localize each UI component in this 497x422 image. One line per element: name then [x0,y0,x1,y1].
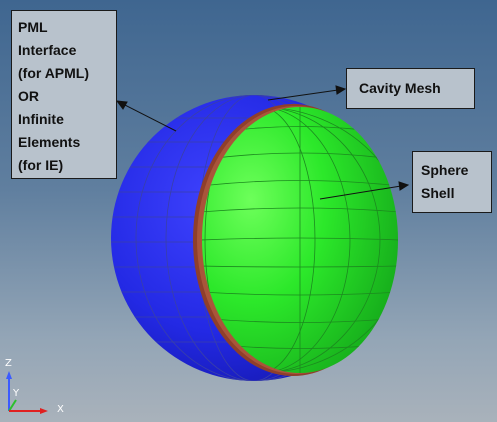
y-axis [8,399,17,412]
sphere-shell-callout: Sphere Shell [412,151,492,213]
y-axis-label: Y [13,388,20,399]
sphere-arrowhead [398,181,410,191]
pml-interface-callout: PML Interface (for APML) OR Infinite Ele… [11,10,117,179]
z-axis-head [6,371,12,379]
callout-arrows [115,85,410,200]
z-axis-label: Z [5,358,12,369]
cavity-arrow [267,89,339,101]
pml-arrow [122,103,177,132]
axis-triad [6,371,48,414]
sphere-arrow [319,185,402,200]
x-axis-label: X [57,404,64,415]
pml-arrowhead [115,100,128,110]
x-axis-head [40,408,48,414]
cavity-arrowhead [335,85,347,95]
cavity-mesh-callout: Cavity Mesh [346,68,475,109]
